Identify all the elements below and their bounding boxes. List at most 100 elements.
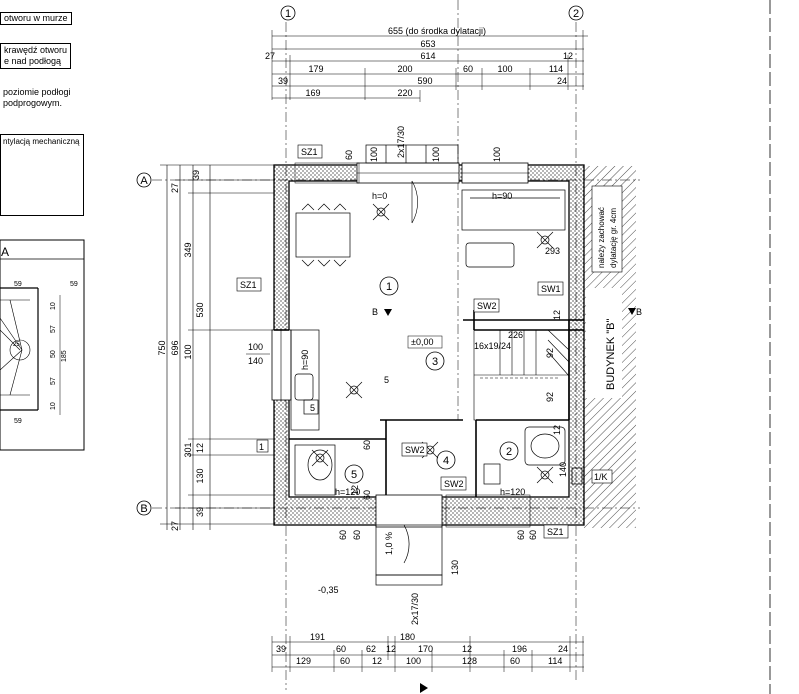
dim-text: 27 xyxy=(265,51,275,61)
stairs-label: 16x19/24 xyxy=(474,341,511,351)
dim-text: 128 xyxy=(462,656,477,666)
section-label-left: B xyxy=(372,307,378,317)
dim-text: 60 xyxy=(338,530,348,540)
dim-text: 39 xyxy=(191,170,201,180)
top-dimensions xyxy=(271,30,588,102)
dining-table xyxy=(295,203,351,267)
sz1-top: SZ1 xyxy=(301,147,318,157)
note-text: ntylacją mechaniczną xyxy=(3,137,80,146)
dim-text: 12 xyxy=(462,644,472,654)
dim-text: 92 xyxy=(545,348,555,358)
level-exterior: -0,35 xyxy=(318,585,339,595)
level-zero: ±0,00 xyxy=(411,337,433,347)
dim-text: 27 xyxy=(170,521,180,531)
dim-text: 60 xyxy=(340,656,350,666)
axis-bubble-1: 1 xyxy=(280,5,296,21)
dim-text: 191 xyxy=(310,632,325,642)
sw2-stairs: SW2 xyxy=(477,301,497,311)
dim-text: 114 xyxy=(548,656,562,666)
detail-dim: 185 xyxy=(61,350,68,362)
axis-bubble-b: B xyxy=(136,500,152,516)
dim-text: 60 xyxy=(336,644,346,654)
dim-text: 60 xyxy=(510,656,520,666)
dim-750: 750 xyxy=(157,340,167,355)
height-h0: h=0 xyxy=(372,191,387,201)
dim-text: 100 xyxy=(492,147,502,162)
top-vert-dims: 60 100 100 100 xyxy=(344,147,502,162)
dim-text: 179 xyxy=(308,64,323,74)
dim-text: 614 xyxy=(420,51,435,61)
kitchen-num: 5 xyxy=(310,403,315,413)
dim-text: 92 xyxy=(545,392,555,402)
axis-label: 1 xyxy=(285,8,291,20)
dim-text: 100 xyxy=(183,344,193,359)
dim-text: 12 xyxy=(372,656,382,666)
dilatation-note: należy zachować xyxy=(597,207,606,268)
detail-ref-1: 1 xyxy=(259,442,264,452)
sw1: SW1 xyxy=(541,284,561,294)
section-marker: B B xyxy=(372,307,642,693)
left-dim-texts: 750 696 27 39 349 530 100 301 12 130 39 … xyxy=(157,170,205,531)
dim-text: 200 xyxy=(397,64,412,74)
note-text: poziomie podłogi xyxy=(3,87,71,97)
dim-text: 60 xyxy=(344,150,354,160)
dim-text: 60 xyxy=(362,440,372,450)
stair-detail: A 59 59 25 10 57 50 185 57 10 59 xyxy=(0,239,85,451)
dilatation-note: dylatację gr. 4cm xyxy=(609,208,618,268)
dim-text: 130 xyxy=(450,560,460,575)
axis-label: A xyxy=(140,175,148,187)
note-text: krawędź otworu xyxy=(4,45,68,55)
dim-door-100: 100 xyxy=(248,342,263,352)
dim-text: 130 xyxy=(195,468,205,483)
dim-text: 27 xyxy=(170,183,180,193)
sz1-bottom: SZ1 xyxy=(547,527,564,537)
stairs-top-label: 2x17/30 xyxy=(396,126,406,158)
note-ventilation: ntylacją mechaniczną xyxy=(0,134,84,216)
dim-text: 114 xyxy=(549,64,563,74)
dim-text: 60 xyxy=(352,530,362,540)
dim-text: 5 xyxy=(384,375,389,385)
room-4: 4 xyxy=(443,455,449,467)
detail-dim: 59 xyxy=(70,281,78,288)
dim-text: 530 xyxy=(195,302,205,317)
door-swing xyxy=(411,180,418,224)
kitchen xyxy=(290,329,320,431)
note-opening: otworu w murze xyxy=(0,12,72,25)
dim-text: 60 xyxy=(362,490,372,500)
bottom-dimensions xyxy=(271,636,584,672)
entry-stairs xyxy=(375,524,443,586)
axis-grid xyxy=(152,0,640,690)
dim-text: 100 xyxy=(369,147,379,162)
dim-text: 220 xyxy=(397,88,412,98)
dim-text: 301 xyxy=(183,442,193,457)
dim-655: 655 (do środka dylatacji) xyxy=(388,26,486,36)
room-number: 1 2 3 4 5 xyxy=(344,276,519,484)
note-text: otworu w murze xyxy=(4,13,68,23)
dim-text: 293 xyxy=(545,246,560,256)
slope-label: 1,0 % xyxy=(384,532,394,555)
dim-text: 100 xyxy=(497,64,512,74)
dim-text: 100 xyxy=(406,656,421,666)
dim-text: 60 xyxy=(463,64,473,74)
axis-bubble-a: A xyxy=(136,172,152,188)
height-h120-b: h=120 xyxy=(500,487,525,497)
interior-dims: 5 696 293 92 92 12 12 140 60 60 12 130 6… xyxy=(338,246,568,575)
outer-walls xyxy=(271,162,585,528)
dim-text: 39 xyxy=(278,76,288,86)
dim-text: 39 xyxy=(276,644,286,654)
detail-dim: 57 xyxy=(50,325,57,333)
room-3: 3 xyxy=(432,356,438,368)
sz1-left: SZ1 xyxy=(240,280,257,290)
detail-dim: 10 xyxy=(50,302,57,310)
detail-dim: 59 xyxy=(14,418,22,425)
tags: SZ1 SZ1 SZ1 SW1 SW2 SW2 SW2 1 1/K xyxy=(236,144,613,539)
stairs-bottom-label: 2x17/30 xyxy=(410,593,420,625)
dim-text: 226 xyxy=(508,330,523,340)
bathroom-fixtures xyxy=(294,426,583,496)
detail-dim: 25 xyxy=(13,342,20,348)
dim-text: 169 xyxy=(305,88,320,98)
section-label-right: B xyxy=(636,307,642,317)
dim-text: 60 xyxy=(516,530,526,540)
left-dimensions xyxy=(160,164,275,530)
